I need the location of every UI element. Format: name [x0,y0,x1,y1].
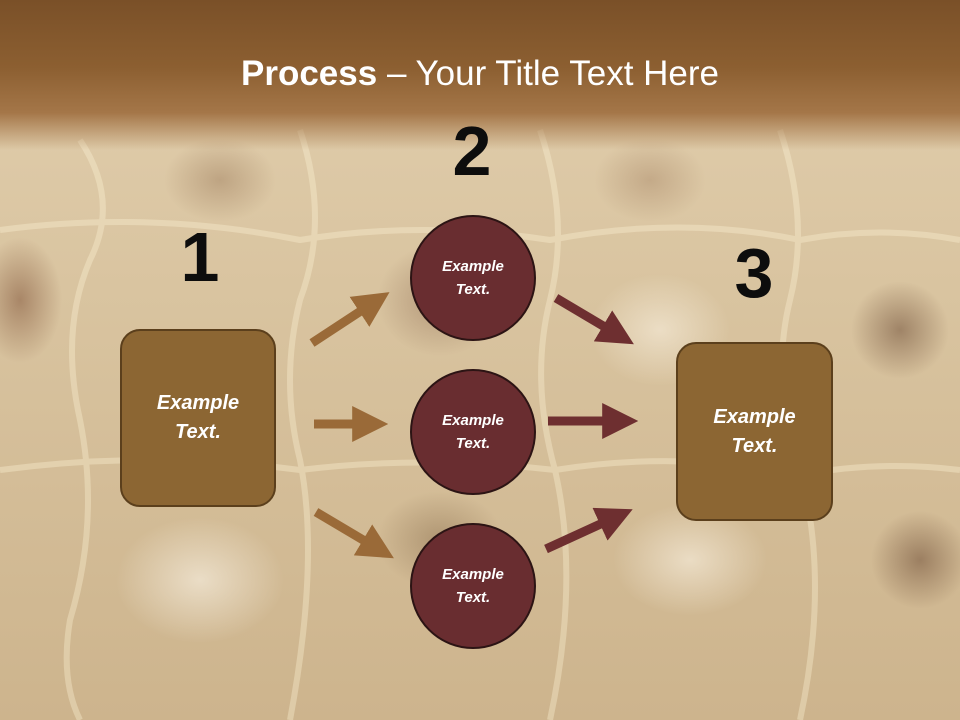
slide-title[interactable]: Process – Your Title Text Here [0,52,960,96]
title-rest: – Your Title Text Here [377,54,719,93]
circle-step-top[interactable]: Example Text. [410,215,536,341]
header-band [0,0,960,150]
right-text-box[interactable]: Example Text. [676,342,833,521]
title-strong: Process [241,54,378,93]
step-number-3: 3 [734,234,774,312]
step-number-2: 2 [452,112,492,190]
left-text-box[interactable]: Example Text. [120,329,276,507]
circle-step-middle[interactable]: Example Text. [410,369,536,495]
step-number-1: 1 [180,218,220,296]
circle-step-bottom[interactable]: Example Text. [410,523,536,649]
